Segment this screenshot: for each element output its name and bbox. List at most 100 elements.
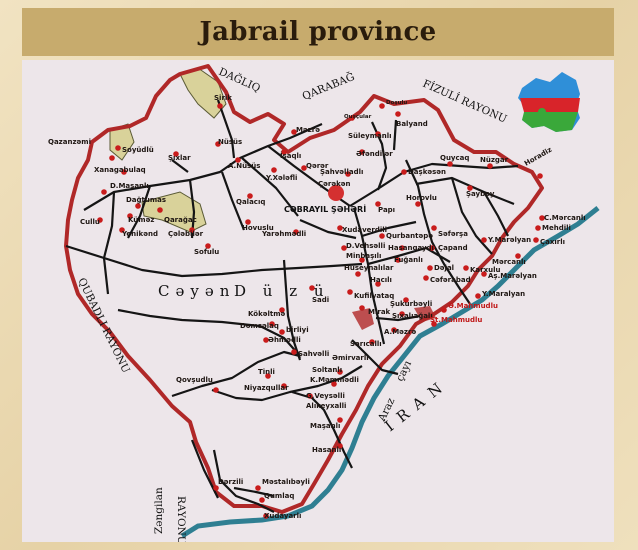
town-marker <box>213 387 219 393</box>
town-marker <box>119 227 125 233</box>
town-marker <box>307 393 313 399</box>
town-marker <box>415 201 421 207</box>
town-marker <box>487 163 493 169</box>
place-label: Kufilyataq <box>354 292 394 300</box>
place-label: Horadiz <box>523 146 553 168</box>
place-label: Şayboy <box>466 190 495 198</box>
azerbaijan-flag-map-icon <box>518 72 580 132</box>
place-label: Alıkeyxalli <box>306 402 346 410</box>
town-marker <box>535 225 541 231</box>
town-marker <box>399 245 405 251</box>
region-label-zangilan-2: RAYONU <box>175 496 187 542</box>
place-label: Yarəhmədli <box>261 230 306 238</box>
town-marker <box>115 145 121 151</box>
town-marker <box>157 207 163 213</box>
town-marker <box>263 513 269 519</box>
place-label: Əhmədli <box>268 336 301 344</box>
town-marker <box>341 245 347 251</box>
place-label: Hovuslu <box>242 224 274 232</box>
town-marker <box>293 229 299 235</box>
place-label: Hasanqaydı <box>388 244 434 252</box>
place-label: Sirik <box>214 94 232 102</box>
town-marker <box>215 141 221 147</box>
town-marker <box>291 129 297 135</box>
town-marker <box>395 257 401 263</box>
town-marker <box>189 227 195 233</box>
place-label: Daşkəsən <box>408 168 446 176</box>
place-label: Niyazqullar <box>244 384 289 392</box>
place-label: G.Veysəlli <box>306 392 345 400</box>
town-marker <box>431 321 437 327</box>
town-marker <box>337 369 343 375</box>
place-label: Quşçular <box>344 114 372 120</box>
place-label: Mehdili <box>542 224 571 232</box>
place-label: Qarağac <box>164 216 197 224</box>
place-label: Minbaşılı <box>346 252 381 260</box>
town-marker <box>375 131 381 137</box>
town-marker <box>391 327 397 333</box>
araz-river <box>180 206 600 539</box>
page-title: Jabrail province <box>199 17 437 47</box>
place-label: D.Vehsəlli <box>346 242 385 250</box>
town-marker <box>259 497 265 503</box>
town-marker <box>255 485 261 491</box>
place-label: Maşanlı <box>310 422 340 430</box>
place-label: Qumlaq <box>264 492 294 500</box>
place-labels: Sirik Məzrə Qazanzəmi Soyüdlü Xanagabula… <box>48 94 586 520</box>
place-label: A.Məzrə <box>384 328 416 336</box>
town-marker <box>355 271 361 277</box>
place-label: Qərər <box>306 162 329 170</box>
town-marker <box>281 383 287 389</box>
town-marker <box>281 149 287 155</box>
town-marker <box>247 193 253 199</box>
town-marker <box>427 265 433 271</box>
town-marker <box>279 329 285 335</box>
town-marker <box>245 219 251 225</box>
place-label: C.Mərcanlı <box>544 214 586 222</box>
town-marker <box>431 225 437 231</box>
place-label: Xanagabulaq <box>94 166 146 174</box>
place-label: Balyand <box>396 120 428 128</box>
town-marker <box>467 185 473 191</box>
town-marker <box>537 173 543 179</box>
place-label: Yenikənd <box>121 230 158 238</box>
town-marker <box>173 151 179 157</box>
town-marker <box>217 103 223 109</box>
town-marker <box>359 149 365 155</box>
town-marker <box>235 157 241 163</box>
town-marker <box>539 215 545 221</box>
place-label: Çaxırlı <box>540 238 565 246</box>
place-label: Fuğanlı <box>394 256 423 264</box>
region-label-fizuli: FİZULİ RAYONU <box>421 76 510 126</box>
town-marker <box>481 271 487 277</box>
town-marker <box>135 203 141 209</box>
place-label: Karxulu <box>470 266 500 274</box>
place-label: Dəjal <box>434 264 454 272</box>
town-marker <box>205 243 211 249</box>
place-label: D.Maşanlı <box>110 182 149 190</box>
capital-marker <box>328 185 344 201</box>
place-label: Cəfərabad <box>430 276 471 284</box>
town-marker <box>475 293 481 299</box>
town-marker <box>369 339 375 345</box>
place-label: Sofulu <box>194 248 219 256</box>
place-label-red: Ə.Mahmudlu <box>448 302 498 310</box>
place-label: Quycaq <box>440 154 469 162</box>
town-markers <box>97 103 545 519</box>
town-marker <box>331 381 337 387</box>
town-marker <box>263 337 269 343</box>
town-marker <box>359 257 365 263</box>
place-label: birliyi <box>286 326 309 334</box>
place-label-red: St.Mahmudlu <box>430 316 482 324</box>
place-label: Küməz <box>128 216 154 224</box>
region-label-qubadli: QUBADLI RAYONU <box>75 276 132 375</box>
town-marker <box>463 265 469 271</box>
place-label: Tinli <box>258 368 275 376</box>
capital-label: CƏBRAYIL ŞƏHƏRİ <box>284 204 366 214</box>
town-marker <box>271 167 277 173</box>
town-marker <box>97 217 103 223</box>
place-label: Kökəltmə <box>248 310 286 318</box>
place-label: K.Məmmədli <box>310 376 359 384</box>
town-marker <box>349 115 355 121</box>
town-marker <box>447 161 453 167</box>
